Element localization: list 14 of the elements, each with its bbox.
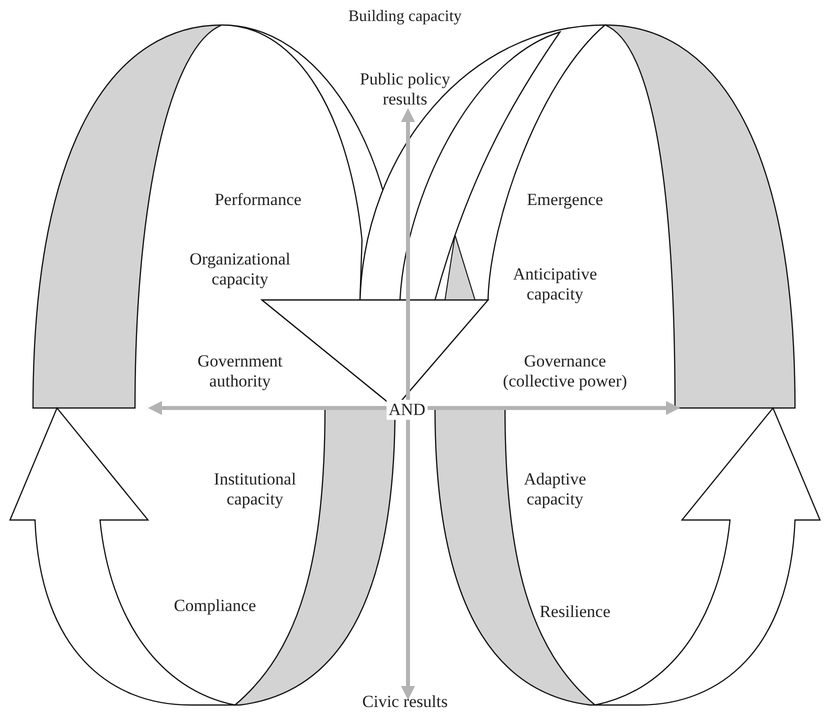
axis-label: AND <box>386 400 428 420</box>
axis-label: Anticipative capacity <box>512 264 598 306</box>
axis-label: Governance (collective power) <box>502 352 628 392</box>
axis-label: Institutional capacity <box>212 470 298 510</box>
axis-label: Resilience <box>538 602 612 622</box>
axis-label: Emergence <box>526 190 604 210</box>
axis-label: Civic results <box>361 692 449 712</box>
axis-label: Government authority <box>196 352 284 392</box>
axis-label: Organizational capacity <box>188 250 292 290</box>
axis-label: Compliance <box>172 596 258 616</box>
axis-label: Performance <box>214 190 302 210</box>
axis-label: Public policy results <box>358 70 452 110</box>
axis-label: Adaptive capacity <box>522 470 588 510</box>
diagram-title: Building capacity <box>348 8 462 26</box>
